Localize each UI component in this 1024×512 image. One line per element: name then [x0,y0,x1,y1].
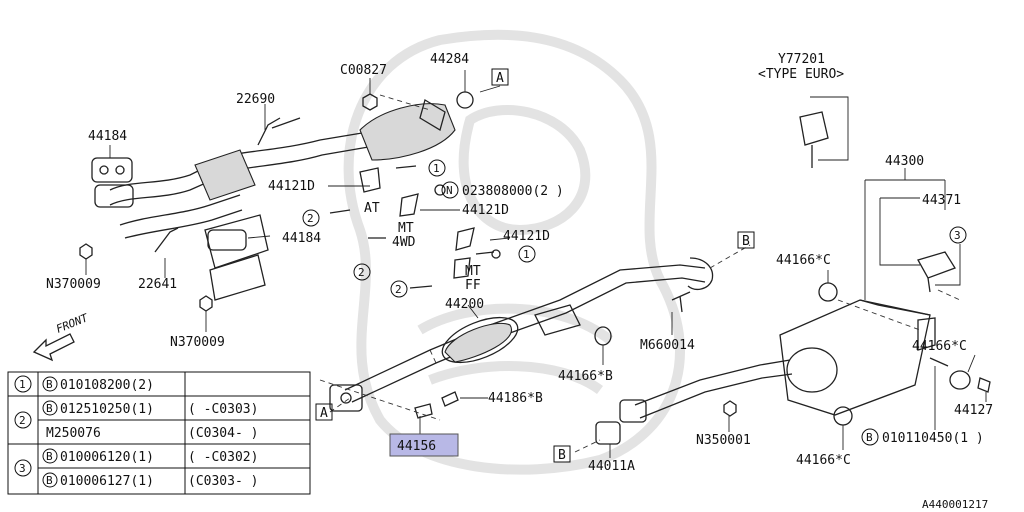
dashed-connection-lines [319,94,961,453]
label-c00827: C00827 [340,63,387,78]
label-010110450: 010110450(1 ) [882,431,984,446]
watermark-emblem [343,29,685,475]
label-mt-ff-1: MT [465,264,481,279]
legend-row-1: 1 B 010108200(2) [14,375,154,393]
label-44166c-1: 44166*C [776,253,831,268]
callout-3-a: 3 [954,229,961,242]
label-m660014: M660014 [640,338,695,353]
legend-row-5-range: (C0303- ) [188,474,258,489]
legend-row-1-num: 1 [19,378,26,391]
circled-callouts: 1 2 2 1 2 3 [302,159,967,298]
legend-row-5-part: 010006127(1) [60,474,154,489]
legend-row-2-num: 2 [19,414,26,427]
ref-box-b-top [737,231,755,249]
label-at: AT [364,201,380,216]
label-44184-mid: 44184 [282,231,321,246]
b-circle-icon [861,428,879,446]
highlighted-part-box[interactable] [389,433,459,457]
fastener-legend-table: 1 B 010108200(2) 2 B 012510250(1) ( -C03… [7,371,311,495]
ref-box-b-bottom [553,445,571,463]
label-ref-b-top: B [742,234,750,249]
label-n370009-2: N370009 [170,335,225,350]
label-44200: 44200 [445,297,484,312]
ref-box-a-top [491,68,509,86]
label-n370009-1: N370009 [46,277,101,292]
label-44011a: 44011A [588,459,635,474]
label-ref-b-bottom: B [558,448,566,463]
legend-row-4-num: 3 [19,462,26,475]
label-type-euro: <TYPE EURO> [758,67,844,82]
callout-1-b: 1 [523,248,530,261]
label-n023808000: 023808000(2 ) [462,184,564,199]
label-44166c-2: 44166*C [912,339,967,354]
callout-2-c: 2 [395,283,402,296]
legend-row-4: 3 B 010006120(1) ( -C0302) [14,448,258,477]
label-diagram-reference: A440001217 [922,498,988,511]
label-mt-4wd-1: MT [398,221,414,236]
callout-2-circle-b [353,263,371,281]
front-exhaust-pipe-assembly [79,91,501,312]
legend-row-5-prefix: B [46,474,53,487]
rear-muffler-assembly [595,111,991,445]
callout-1-circle [428,159,446,177]
ref-box-a-bottom [315,403,333,421]
label-22641: 22641 [138,277,177,292]
legend-row-4-part: 010006120(1) [60,450,154,465]
label-44121d-2: 44121D [462,203,509,218]
label-44166b-1: 44166*B [558,369,613,384]
label-ref-a-top: A [496,71,504,86]
label-mt-ff-2: FF [465,278,481,293]
legend-row-1-part: 010108200(2) [60,378,154,393]
callout-2-a: 2 [307,212,314,225]
legend-row-5: B 010006127(1) (C0303- ) [42,472,258,489]
legend-row-3-part: M250076 [46,426,101,441]
callout-2-b: 2 [358,266,365,279]
legend-row-1-prefix: B [46,378,53,391]
label-22690: 22690 [236,92,275,107]
label-n-circle: N [446,184,453,197]
legend-row-2-prefix: B [46,402,53,415]
label-44300: 44300 [885,154,924,169]
n-circle-icon [441,181,459,199]
label-ref-a-bottom: A [320,406,328,421]
label-y77201: Y77201 [778,52,825,67]
label-44186b: 44186*B [488,391,543,406]
legend-row-2: 2 B 012510250(1) ( -C0303) [14,400,258,429]
callout-1-a: 1 [433,162,440,175]
label-44127: 44127 [954,403,993,418]
label-44284: 44284 [430,52,469,67]
label-b-circle-010110450: B [866,431,873,444]
label-n350001: N350001 [696,433,751,448]
legend-row-4-prefix: B [46,450,53,463]
label-44166c-3: 44166*C [796,453,851,468]
label-front: FRONT [54,311,91,336]
front-arrow: FRONT [32,311,91,362]
callout-2-circle [302,209,320,227]
label-44121d-1: 44121D [268,179,315,194]
legend-row-2-range: ( -C0303) [188,402,258,417]
leader-lines [85,70,987,458]
legend-row-3: M250076 (C0304- ) [46,426,258,441]
label-44121d-3: 44121D [503,229,550,244]
label-44184-top: 44184 [88,129,127,144]
legend-row-3-range: (C0304- ) [188,426,258,441]
label-mt-4wd-2: 4WD [392,235,416,250]
part-labels: C00827 44284 A Y77201 <TYPE EURO> 22690 … [32,52,993,511]
legend-row-2-part: 012510250(1) [60,402,154,417]
label-44156[interactable]: 44156 [397,439,436,454]
callout-2-circle-c [390,280,408,298]
callout-1-circle-b [518,245,536,263]
callout-3-circle [949,226,967,244]
label-44371: 44371 [922,193,961,208]
legend-row-4-range: ( -C0302) [188,450,258,465]
